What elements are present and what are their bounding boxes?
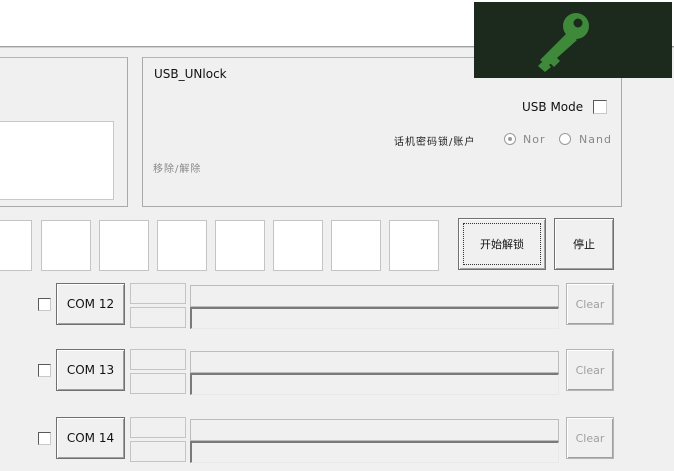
- status-cell: [389, 220, 439, 271]
- clear-button-com14[interactable]: Clear: [566, 417, 614, 459]
- port-info-cell: [130, 373, 186, 394]
- port-info-cell: [130, 283, 186, 304]
- start-unlock-button[interactable]: 开始解锁: [458, 218, 546, 270]
- clear-label: Clear: [575, 297, 605, 311]
- status-cell: [0, 220, 32, 271]
- port-label: COM 14: [66, 431, 115, 445]
- clear-button-com12[interactable]: Clear: [566, 283, 614, 325]
- clear-label: Clear: [575, 431, 605, 445]
- port-button-com13[interactable]: COM 13: [56, 349, 125, 391]
- radio-nor-label: Nor: [523, 133, 546, 146]
- status-cell: [41, 220, 91, 271]
- port-info-cell: [130, 441, 186, 462]
- usb-unlock-title: USB_UNlock: [154, 67, 227, 81]
- usb-mode-label: USB Mode: [522, 100, 584, 114]
- erase-label: 移除/解除: [153, 164, 202, 175]
- port-status-bar: [190, 285, 559, 307]
- port-label: COM 13: [66, 363, 115, 377]
- port-info-cell: [130, 307, 186, 328]
- radio-nor[interactable]: [504, 133, 516, 145]
- port-checkbox-com12[interactable]: [38, 298, 51, 311]
- radio-nand[interactable]: [559, 133, 571, 145]
- start-unlock-label: 开始解锁: [480, 238, 524, 251]
- port-checkbox-com14[interactable]: [38, 432, 51, 445]
- status-cell: [215, 220, 265, 271]
- clear-label: Clear: [575, 363, 605, 377]
- port-status-bar: [190, 419, 559, 441]
- status-cell: [331, 220, 381, 271]
- key-icon: [538, 13, 589, 72]
- left-text-box[interactable]: [0, 121, 114, 200]
- usb-unlock-group: [142, 57, 622, 207]
- key-overlay: [474, 2, 672, 78]
- port-info-cell: [130, 349, 186, 370]
- phone-password-label: 话机密码锁/账户: [394, 137, 476, 148]
- top-separator: [0, 46, 674, 48]
- status-cell: [157, 220, 207, 271]
- port-progress-bar: [190, 373, 559, 395]
- port-checkbox-com13[interactable]: [38, 364, 51, 377]
- clear-button-com13[interactable]: Clear: [566, 349, 614, 391]
- usb-mode-checkbox[interactable]: [593, 100, 607, 114]
- port-label: COM 12: [66, 297, 115, 311]
- stop-label: 停止: [573, 238, 595, 251]
- port-button-com14[interactable]: COM 14: [56, 417, 125, 459]
- port-progress-bar: [190, 307, 559, 329]
- port-button-com12[interactable]: COM 12: [56, 283, 125, 325]
- stop-button[interactable]: 停止: [554, 218, 614, 270]
- radio-nand-label: Nand: [579, 133, 612, 146]
- status-cell: [99, 220, 149, 271]
- status-cell: [273, 220, 323, 271]
- port-info-cell: [130, 417, 186, 438]
- port-status-bar: [190, 351, 559, 373]
- port-progress-bar: [190, 441, 559, 463]
